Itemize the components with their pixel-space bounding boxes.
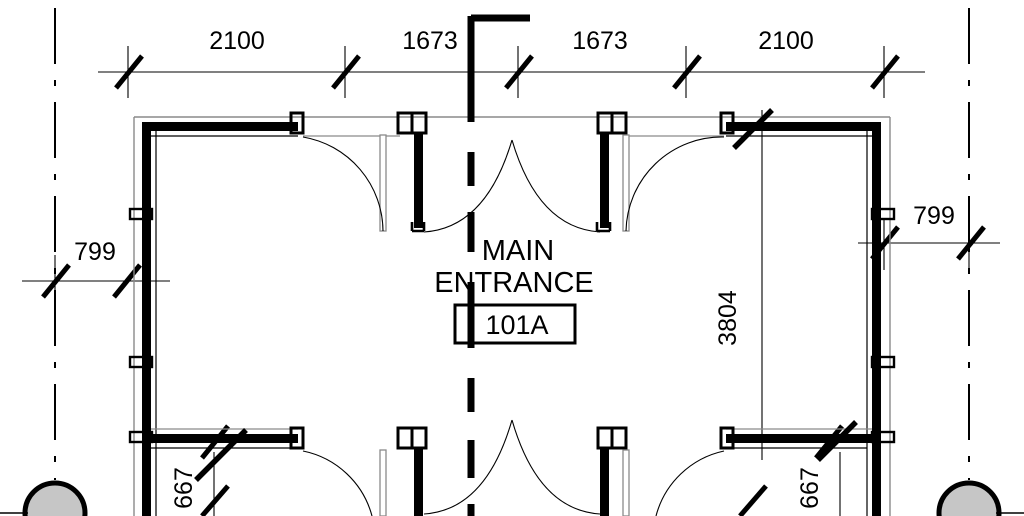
dim-top-3-label: 1673 <box>572 27 628 55</box>
door-bottom-right <box>596 426 735 516</box>
dim-left-799-label: 799 <box>74 238 116 266</box>
door-top-left <box>289 111 428 233</box>
dim-tick-left-b <box>112 263 142 299</box>
main-entrance-double-door-arcs <box>423 139 601 515</box>
dim-left-667-label: 667 <box>170 467 198 509</box>
door-leaf-top-left <box>379 134 387 232</box>
wall-bracket-left-2 <box>128 355 154 369</box>
right-room-walls <box>194 108 896 516</box>
dim-tick-left-a <box>41 263 71 299</box>
room-tag-label: 101A <box>485 310 548 340</box>
wall-right-vertical <box>872 122 881 516</box>
dim-right-667-label: 667 <box>796 467 824 509</box>
door-leaf-bottom-left <box>379 449 387 516</box>
dim-top-1-label: 2100 <box>209 27 265 55</box>
dim-tick-top-5 <box>870 54 900 90</box>
room-name-line2: ENTRANCE <box>434 267 594 299</box>
wall-slash-bottom-left <box>194 428 248 482</box>
door-swing-arc-top-right <box>625 136 725 232</box>
wall-bracket-right-1 <box>870 207 896 221</box>
door-swing-arc-bottom-right <box>655 450 725 516</box>
right-dimension-3804: 3804 <box>714 110 763 460</box>
room-name-line1: MAIN <box>482 235 555 267</box>
door-stop-top-left <box>410 222 426 233</box>
wall-slash-top-right <box>732 108 774 150</box>
dim-tick-top-1 <box>114 54 144 90</box>
wall-bracket-right-2 <box>870 355 896 369</box>
door-leaf-top-right <box>622 134 630 232</box>
door-leaf-bottom-right <box>622 449 630 516</box>
left-room-walls <box>128 116 891 516</box>
entrance-swing-arc-bottom-right <box>511 419 601 515</box>
door-jamb-top-left-a <box>289 111 305 135</box>
door-jamb-top-right-b <box>610 111 628 135</box>
door-mullion-top-right <box>600 132 609 228</box>
wall-bracket-left-3 <box>128 430 154 444</box>
door-mullion-top-left <box>414 132 423 228</box>
room-tag-box <box>453 303 577 345</box>
entrance-swing-arc-right <box>511 139 601 233</box>
door-jamb-bottom-right-b <box>610 426 628 450</box>
dim-top-2-label: 1673 <box>402 27 458 55</box>
dim-right-3804-label: 3804 <box>714 290 742 346</box>
dim-tick-top-4 <box>672 54 702 90</box>
door-top-right <box>595 111 735 233</box>
dim-tick-right-b <box>956 225 986 261</box>
wall-top-right <box>726 122 881 131</box>
wall-bottom-right <box>726 434 881 443</box>
right-dimension-799: 799 <box>858 202 1000 270</box>
dim-tick-right667-b <box>738 484 768 516</box>
wall-bracket-right-3 <box>870 430 896 444</box>
room-label-group: MAIN ENTRANCE 101A <box>434 235 594 345</box>
wall-top-left <box>142 122 298 131</box>
right-dimension-667: 667 <box>738 424 866 516</box>
door-mullion-bottom-left <box>414 447 423 516</box>
door-bottom-left <box>289 426 428 516</box>
door-jamb-top-right-c <box>719 111 735 135</box>
door-jamb-bottom-right-c <box>719 426 735 450</box>
door-mullion-bottom-right <box>600 447 609 516</box>
dim-tick-top-2 <box>331 54 361 90</box>
wall-slash-bottom-right <box>816 420 858 462</box>
door-swing-arc-top-left <box>302 136 384 232</box>
building-centerline <box>467 14 530 516</box>
dim-top-4-label: 2100 <box>758 27 814 55</box>
wall-bracket-left-1 <box>128 207 154 221</box>
entrance-swing-arc-bottom-left <box>423 419 513 515</box>
entrance-swing-arc-left <box>423 139 513 233</box>
wall-left-vertical <box>142 122 151 516</box>
door-stop-top-right <box>595 222 612 233</box>
dim-right-799-label: 799 <box>913 202 955 230</box>
dim-tick-left667-b <box>200 484 230 516</box>
dim-tick-top-3 <box>504 54 534 90</box>
top-dimension-string: 2100 1673 1673 2100 <box>98 27 925 98</box>
wall-bottom-left <box>142 434 298 443</box>
door-jamb-bottom-left-a <box>289 426 305 450</box>
door-swing-arc-bottom-left <box>302 450 373 516</box>
